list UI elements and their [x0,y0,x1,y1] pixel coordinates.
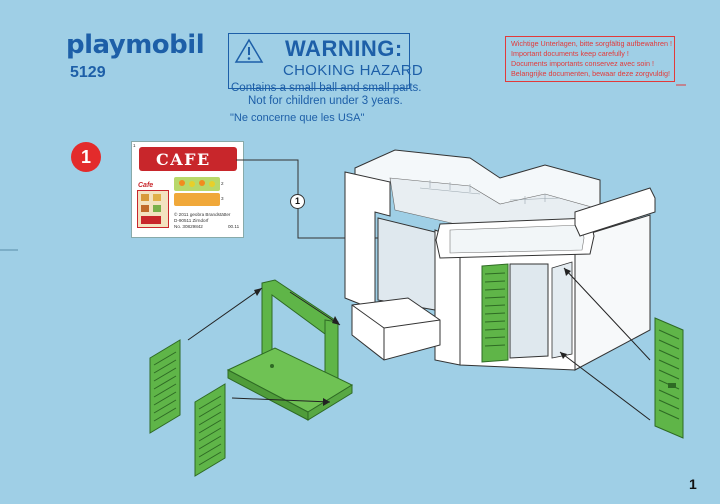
copyright-line-3: No. 30829842 [174,224,203,229]
sticker-index-3: 3 [221,196,224,201]
building-right-opening [551,261,573,359]
left-shutter-bottom [194,383,226,477]
right-shutter [654,317,684,439]
menu-item-a [141,194,149,201]
warning-text-line-1: Contains a small ball and small parts. [231,82,422,94]
menu-item-b [153,194,161,201]
assembly-arrowheads [254,268,571,406]
leader-callout-number: 1 [290,194,305,209]
warning-box [228,33,410,89]
orange-dot-2 [189,181,195,187]
menu-item-d [153,205,161,212]
mini-cafe-logo: Cafe [138,182,154,189]
corner-mark-icon [676,84,686,86]
counter-block [351,297,441,361]
fruit-display-sticker-top [174,177,220,191]
building-left-opening [377,217,436,311]
menu-item-e [141,216,161,224]
copyright-line-4: 00.11 [228,224,240,229]
cafe-sign-sticker [139,147,237,171]
orange-dot-4 [209,181,215,187]
orange-dot-3 [199,180,205,186]
documents-notice-de: Wichtige Unterlagen, bitte sorgfältig au… [511,39,673,48]
warning-triangle-icon [234,38,264,63]
cafe-sign-text: CAFE [156,150,211,169]
copyright-line-1: © 2011 geobra Brandstätter [174,212,231,217]
warning-title: WARNING: [285,36,403,61]
warning-text-line-2: Not for children under 3 years. [248,95,403,107]
page-number: 1 [689,476,697,492]
documents-notice-box [505,36,675,82]
building-door-opening [509,263,549,359]
sticker-index-2: 2 [221,181,224,186]
documents-notice-en: Important documents keep carefully ! [511,49,629,58]
building-sign-recess [449,224,585,254]
front-shutter [481,263,509,363]
fruit-display-sticker-bottom [174,193,220,206]
step-number-badge: 1 [71,142,101,172]
orange-dot-1 [179,180,185,186]
assembly-arrows [187,267,651,421]
playmobil-logo: playmobil [66,30,205,60]
copyright-line-2: D-90511 Zirndorf [174,218,209,223]
menu-item-c [141,205,149,212]
usa-note: "Ne concerne que les USA" [230,112,365,124]
building-right-wall [574,214,651,371]
building-cornice-right [574,187,656,237]
documents-notice-nl: Belangrijke documenten, bewaar deze zorg… [511,69,671,78]
model-number: 5129 [70,64,106,81]
documents-notice-fr: Documents importants conservez avec soin… [511,59,655,68]
green-frame-assembly [226,279,354,421]
building-left-wall [344,171,391,311]
warning-subtitle: CHOKING HAZARD [283,62,424,79]
sticker-index-1: 1 [133,143,136,148]
left-shutter-top [149,339,181,434]
brick-pattern [419,180,561,204]
